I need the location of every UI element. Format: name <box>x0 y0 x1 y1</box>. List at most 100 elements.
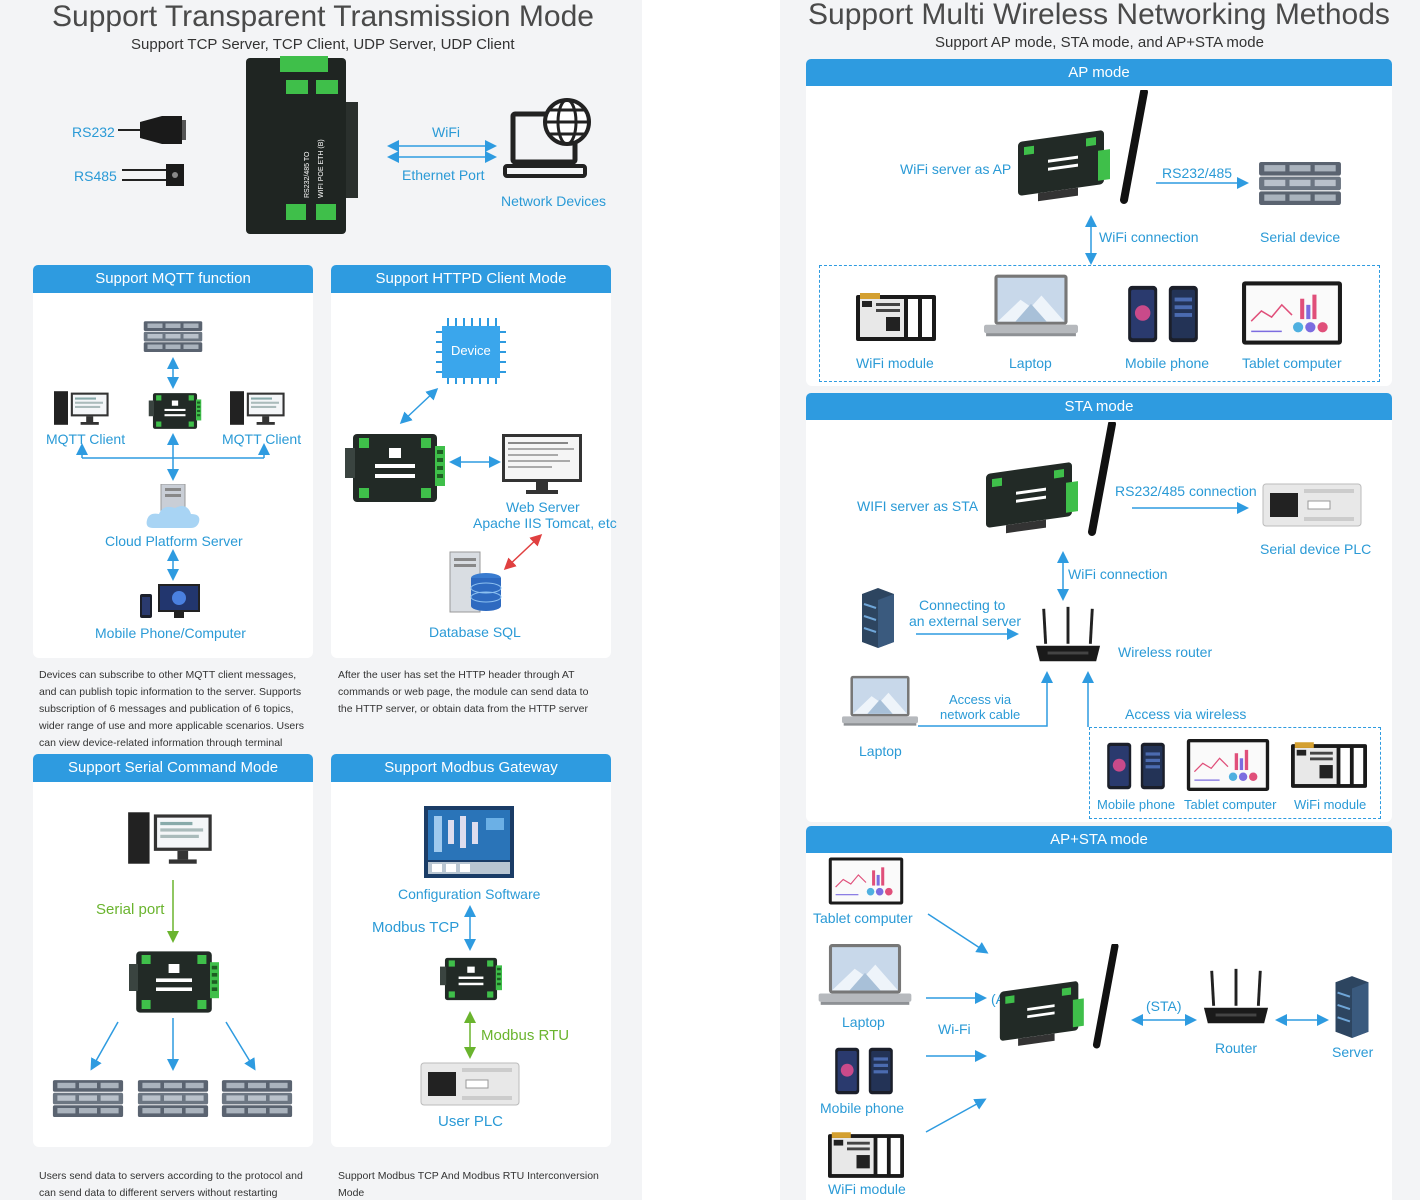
rs232-connector-icon <box>118 116 186 144</box>
sta-laptop-label: Laptop <box>859 743 902 759</box>
sta-serial-plc-label: Serial device PLC <box>1260 541 1372 557</box>
sta-wireless-router-icon <box>1034 605 1102 663</box>
modbus-device-icon <box>440 957 502 1001</box>
ap-mobile-phone-icon <box>1128 285 1198 343</box>
apsta-wifi-module-icon <box>828 1132 904 1178</box>
database-sql-label: Database SQL <box>429 624 521 640</box>
web-server-sublabel: Apache IIS Tomcat, etc <box>473 515 617 531</box>
modbus-tcp-label: Modbus TCP <box>372 919 460 936</box>
serial-device-icon <box>129 951 219 1013</box>
network-devices-label: Network Devices <box>501 193 607 209</box>
sta-external-server-label-line2: an external server <box>909 613 1022 629</box>
web-server-monitor-icon <box>502 434 582 494</box>
ap-laptop-label: Laptop <box>1009 355 1052 371</box>
configuration-software-label: Configuration Software <box>398 886 541 902</box>
serial-port-label: Serial port <box>96 901 165 918</box>
mqtt-device-icon <box>148 393 202 429</box>
sta-tablet-label: Tablet computer <box>1184 797 1277 812</box>
apsta-server-icon <box>1334 975 1370 1039</box>
mqtt-client-right-label: MQTT Client <box>222 431 302 447</box>
ap-clients-box <box>819 265 1380 382</box>
mqtt-description: Devices can subscribe to other MQTT clie… <box>39 669 304 747</box>
mqtt-server-icon <box>143 321 203 352</box>
configuration-software-screen-icon <box>424 806 514 878</box>
database-sql-icon <box>449 551 502 613</box>
cloud-platform-server-label: Cloud Platform Server <box>105 533 243 549</box>
sta-wifi-module-label: WiFi module <box>1294 797 1367 812</box>
transparent-mode-title: Support Transparent Transmission Mode <box>52 0 594 33</box>
sta-serial-plc-icon <box>1262 483 1362 527</box>
httpd-device-icon <box>345 434 445 502</box>
serial-target-server-2-icon <box>137 1080 209 1117</box>
apsta-tablet-label: Tablet computer <box>813 910 913 926</box>
ap-serial-device-label: Serial device <box>1260 229 1341 245</box>
ap-mobile-phone-label: Mobile phone <box>1125 355 1210 371</box>
apsta-server-label: Server <box>1332 1044 1374 1060</box>
sta-mode-title-bar: STA mode <box>806 393 1392 420</box>
sta-wireless-router-label: Wireless router <box>1118 644 1213 660</box>
ap-wireless-device-icon <box>1018 90 1148 204</box>
ap-laptop-icon <box>984 274 1078 337</box>
mobile-phone-computer-label: Mobile Phone/Computer <box>95 625 246 641</box>
sta-cable-label-line1: Access via <box>949 692 1012 707</box>
ap-wifi-connection-label: WiFi connection <box>1099 229 1199 245</box>
rs232-label: RS232 <box>72 124 115 140</box>
network-device-laptop-globe-icon <box>503 98 591 178</box>
apsta-wireless-device-icon <box>999 944 1119 1049</box>
device-chip-label: Device <box>451 343 491 358</box>
ap-wifi-module-icon <box>856 293 936 341</box>
user-plc-label: User PLC <box>438 1113 504 1130</box>
rs485-label: RS485 <box>74 168 117 184</box>
sta-server-label: WIFI server as STA <box>857 498 979 514</box>
serial-target-server-3-icon <box>221 1080 293 1117</box>
transparent-mode-subtitle: Support TCP Server, TCP Client, UDP Serv… <box>131 36 515 53</box>
httpd-description: After the user has set the HTTP header t… <box>338 669 589 715</box>
modbus-description: Support Modbus TCP And Modbus RTU Interc… <box>338 1170 599 1199</box>
mqtt-client-right-pc-icon <box>230 391 285 425</box>
sta-wireless-device-icon <box>986 422 1116 536</box>
mqtt-title-bar: Support MQTT function <box>33 265 313 293</box>
user-plc-icon <box>420 1062 520 1106</box>
ap-serial-device-icon <box>1259 161 1341 205</box>
apsta-router-label: Router <box>1215 1040 1258 1056</box>
sta-wifi-connection-label: WiFi connection <box>1068 566 1168 582</box>
apsta-mobile-phone-label: Mobile phone <box>820 1100 905 1116</box>
sta-external-server-icon <box>861 587 895 649</box>
ap-server-label: WiFi server as AP <box>900 161 1012 177</box>
ap-mode-title-bar: AP mode <box>806 59 1392 86</box>
apsta-mobile-phone-icon <box>835 1047 893 1095</box>
sta-laptop-icon <box>842 675 918 726</box>
apsta-mode-title-bar: AP+STA mode <box>806 826 1392 853</box>
ap-wifi-module-label: WiFi module <box>856 355 934 371</box>
sta-wireless-access-label: Access via wireless <box>1125 706 1247 722</box>
web-server-label: Web Server <box>506 499 580 515</box>
sta-external-server-label-line1: Connecting to <box>919 597 1006 613</box>
modbus-title-bar: Support Modbus Gateway <box>331 754 611 782</box>
httpd-title-bar: Support HTTPD Client Mode <box>331 265 611 293</box>
apsta-sta-label: (STA) <box>1146 998 1182 1014</box>
serial-target-server-1-icon <box>52 1080 124 1117</box>
serial-pc-icon <box>128 812 212 864</box>
wireless-networking-title: Support Multi Wireless Networking Method… <box>808 0 1390 31</box>
apsta-laptop-icon <box>818 944 912 1005</box>
device-label-b: WIFI POE ETH (B) <box>318 139 325 198</box>
device-chip-icon <box>436 318 506 384</box>
mqtt-client-left-label: MQTT Client <box>46 431 126 447</box>
apsta-wifi-label: Wi-Fi <box>938 1021 971 1037</box>
device-label-a: RS232/485 TO <box>304 151 311 198</box>
sta-rs-connection-label: RS232/485 connection <box>1115 483 1257 499</box>
sta-wifi-module-icon <box>1291 742 1367 788</box>
apsta-wifi-module-label: WiFi module <box>828 1181 906 1197</box>
serial-title-bar: Support Serial Command Mode <box>33 754 313 782</box>
sta-tablet-icon <box>1186 738 1270 792</box>
sta-mobile-phone-label: Mobile phone <box>1097 797 1176 812</box>
cloud-platform-server-icon <box>146 484 200 528</box>
modbus-rtu-label: Modbus RTU <box>481 1027 570 1044</box>
ap-rs232-485-label: RS232/485 <box>1162 165 1233 181</box>
ap-tablet-label: Tablet computer <box>1242 355 1342 371</box>
mqtt-client-left-pc-icon <box>54 391 109 425</box>
wireless-networking-subtitle: Support AP mode, STA mode, and AP+STA mo… <box>935 34 1264 51</box>
apsta-laptop-label: Laptop <box>842 1014 885 1030</box>
din-rail-device-image: RS232/485 TO WIFI POE ETH (B) <box>246 56 358 234</box>
mobile-phone-computer-icon <box>140 584 200 618</box>
